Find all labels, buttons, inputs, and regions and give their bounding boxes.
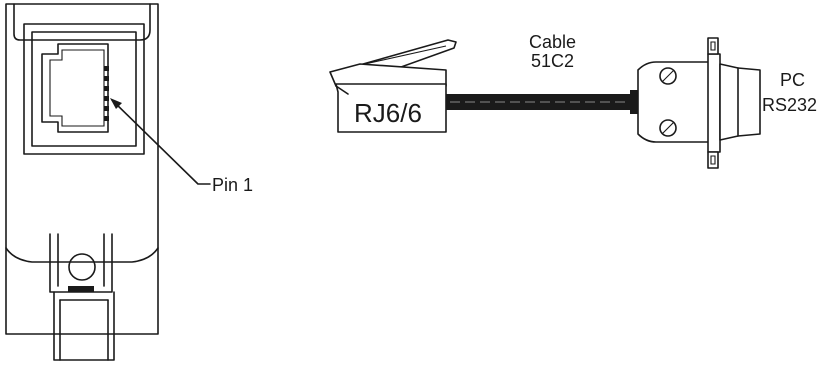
- screw-icon: [659, 119, 677, 137]
- cable-label-name: Cable: [529, 32, 576, 52]
- cable-label-code: 51C2: [531, 51, 574, 71]
- pin-1-callout: [110, 98, 211, 185]
- rj-jack-icon: [41, 43, 109, 133]
- screw-icon: [659, 67, 677, 85]
- rs232-label: RS232: [762, 95, 817, 115]
- pin-1-label: Pin 1: [212, 175, 253, 195]
- db9-connector-icon: [637, 37, 761, 169]
- rj-plug-icon: [329, 39, 457, 133]
- cable-51c2: [446, 90, 638, 114]
- device-front-icon: [5, 3, 159, 361]
- pc-label: PC: [780, 70, 805, 90]
- plug-label: RJ6/6: [354, 98, 422, 128]
